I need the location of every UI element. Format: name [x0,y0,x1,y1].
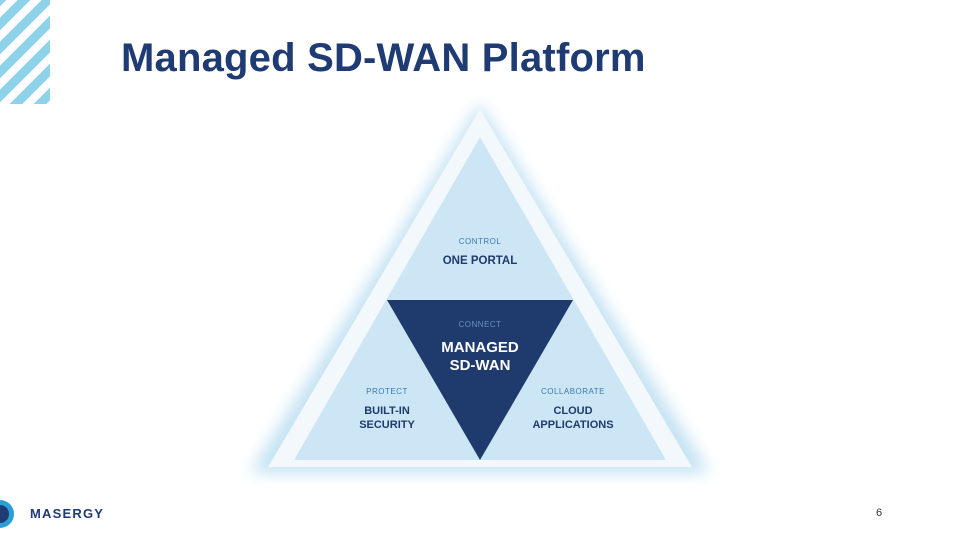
top-category-label: CONTROL [459,237,502,246]
sdwan-triangle-diagram: CONTROL ONE PORTAL CONNECT MANAGED SD-WA… [250,103,710,473]
decorative-stripes [0,0,50,104]
left-main-label-line1: BUILT-IN [364,405,410,417]
right-main-label-line2: APPLICATIONS [532,419,613,431]
right-category-label: COLLABORATE [541,387,605,396]
center-main-label-line1: MANAGED [441,339,519,356]
right-main-label-line1: CLOUD [553,405,592,417]
center-inverted-triangle [387,300,573,460]
left-category-label: PROTECT [366,387,408,396]
masergy-logo-icon [0,500,14,528]
center-category-label: CONNECT [458,320,501,329]
page-number: 6 [876,507,883,519]
triangle-inner-light [294,137,666,460]
center-main-label-line2: SD-WAN [450,357,511,374]
masergy-logo-text: MASERGY [30,506,105,521]
slide-title: Managed SD-WAN Platform [121,36,646,80]
top-main-label: ONE PORTAL [443,255,518,267]
left-main-label-line2: SECURITY [359,419,415,431]
